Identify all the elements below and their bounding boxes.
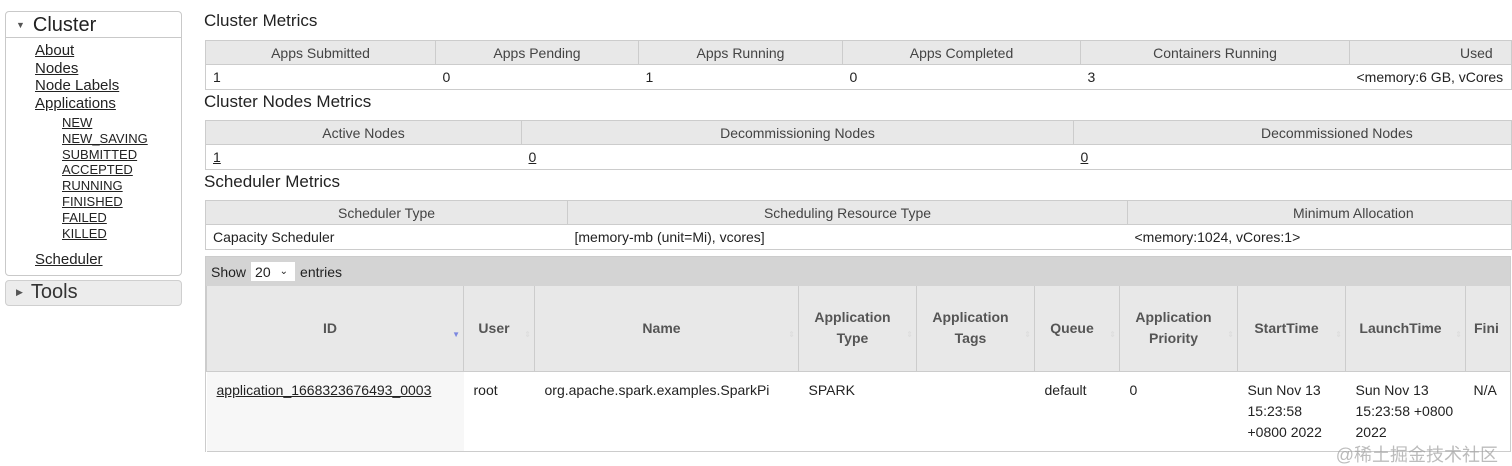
cluster-panel: ▼ Cluster About Nodes Node Labels Applica…: [5, 11, 182, 276]
col-application-priority[interactable]: Application Priority⇕: [1119, 286, 1238, 372]
link-state-new-saving[interactable]: NEW_SAVING: [62, 130, 148, 146]
apps-submitted-value: 1: [205, 64, 436, 90]
entries-label: entries: [300, 263, 343, 280]
chevron-down-icon: ⌄: [279, 266, 288, 277]
containers-running-value: 3: [1080, 64, 1350, 90]
col-used: Used: [1349, 40, 1512, 65]
sort-icon: ⇕: [1227, 330, 1234, 339]
col-minimum-allocation: Minimum Allocation: [1127, 200, 1512, 225]
col-active-nodes: Active Nodes: [205, 120, 522, 145]
sort-icon: ⇕: [1455, 330, 1462, 339]
col-apps-completed: Apps Completed: [842, 40, 1081, 65]
col-start-time[interactable]: StartTime⇕: [1237, 286, 1346, 372]
apps-pending-value: 0: [435, 64, 639, 90]
application-id-link[interactable]: application_1668323676493_0003: [216, 381, 432, 398]
show-label: Show: [211, 263, 247, 280]
link-state-failed[interactable]: FAILED: [62, 209, 107, 225]
decommissioned-nodes-link[interactable]: 0: [1080, 149, 1089, 165]
link-state-finished[interactable]: FINISHED: [62, 193, 123, 209]
name-cell: org.apache.spark.examples.SparkPi: [534, 371, 799, 452]
queue-cell: default: [1034, 371, 1120, 452]
applications-table-wrapper: Show 20 ⌄ entries ID▼ User⇕ Name⇕ Applica…: [205, 256, 1511, 452]
col-decommissioned-nodes: Decommissioned Nodes: [1073, 120, 1512, 145]
link-about[interactable]: About: [35, 42, 75, 59]
link-scheduler[interactable]: Scheduler: [35, 251, 103, 269]
user-cell: root: [463, 371, 535, 452]
watermark: @稀土掘金技术社区: [1335, 445, 1498, 465]
sidebar: ▼ Cluster About Nodes Node Labels Applica…: [5, 11, 182, 306]
link-state-submitted[interactable]: SUBMITTED: [62, 146, 138, 162]
caret-down-icon: ▼: [16, 19, 25, 30]
active-nodes-link[interactable]: 1: [213, 149, 221, 165]
col-apps-pending: Apps Pending: [435, 40, 639, 65]
col-scheduler-type: Scheduler Type: [205, 200, 568, 225]
page-size-select[interactable]: 20 ⌄: [251, 262, 296, 281]
applications-table: ID▼ User⇕ Name⇕ Application Type⇕ Applic…: [206, 286, 1511, 452]
link-applications[interactable]: Applications: [35, 94, 116, 112]
apps-completed-value: 0: [842, 64, 1081, 90]
scheduling-resource-type-value: [memory-mb (unit=Mi), vcores]: [567, 224, 1128, 250]
col-decommissioning-nodes: Decommissioning Nodes: [521, 120, 1074, 145]
col-user[interactable]: User⇕: [463, 286, 535, 372]
caret-right-icon: ▶: [16, 287, 23, 298]
tags-cell: [916, 371, 1035, 452]
link-nodes[interactable]: Nodes: [35, 59, 79, 77]
col-name[interactable]: Name⇕: [534, 286, 799, 372]
used-value: <memory:6 GB, vCores: [1349, 64, 1512, 90]
launch-time-cell: Sun Nov 13 15:23:58 +0800 2022: [1345, 371, 1466, 452]
link-state-new[interactable]: NEW: [62, 115, 93, 130]
nodes-metrics-title: Cluster Nodes Metrics: [204, 92, 372, 111]
col-scheduling-resource-type: Scheduling Resource Type: [567, 200, 1128, 225]
link-state-killed[interactable]: KILLED: [62, 225, 107, 241]
type-cell: SPARK: [798, 371, 917, 452]
col-launch-time[interactable]: LaunchTime⇕: [1345, 286, 1466, 372]
tools-title: Tools: [30, 281, 78, 304]
col-apps-submitted: Apps Submitted: [205, 40, 436, 65]
page-size-value: 20: [255, 263, 271, 280]
tools-panel-header[interactable]: ▶ Tools: [5, 279, 182, 306]
scheduler-metrics-title: Scheduler Metrics: [204, 172, 341, 191]
col-application-tags[interactable]: Application Tags⇕: [916, 286, 1035, 372]
link-state-accepted[interactable]: ACCEPTED: [62, 162, 133, 178]
col-apps-running: Apps Running: [638, 40, 843, 65]
table-row: application_1668323676493_0003 root org.…: [206, 371, 1511, 452]
link-state-running[interactable]: RUNNING: [62, 178, 123, 194]
sort-icon: ⇕: [906, 330, 913, 339]
col-application-type[interactable]: Application Type⇕: [798, 286, 917, 372]
sort-icon: ⇕: [1109, 330, 1116, 339]
apps-running-value: 1: [638, 64, 843, 90]
sort-desc-icon: ▼: [452, 330, 460, 339]
decommissioning-nodes-link[interactable]: 0: [528, 149, 537, 165]
col-id[interactable]: ID▼: [206, 286, 464, 372]
col-finish-time[interactable]: Fini: [1465, 286, 1511, 372]
link-node-labels[interactable]: Node Labels: [35, 77, 120, 94]
cluster-metrics-title: Cluster Metrics: [204, 11, 318, 30]
cluster-panel-header[interactable]: ▼ Cluster: [6, 12, 181, 38]
start-time-cell: Sun Nov 13 15:23:58 +0800 2022: [1237, 371, 1346, 452]
sort-icon: ⇕: [1024, 330, 1031, 339]
priority-cell: 0: [1119, 371, 1238, 452]
finish-time-cell: N/A: [1465, 371, 1511, 452]
cluster-title: Cluster: [32, 13, 97, 36]
col-containers-running: Containers Running: [1080, 40, 1350, 65]
sort-icon: ⇕: [1335, 330, 1342, 339]
scheduler-type-value: Capacity Scheduler: [205, 224, 568, 250]
sort-icon: ⇕: [788, 330, 795, 339]
col-queue[interactable]: Queue⇕: [1034, 286, 1120, 372]
sort-icon: ⇕: [524, 330, 531, 339]
minimum-allocation-value: <memory:1024, vCores:1>: [1127, 224, 1512, 250]
